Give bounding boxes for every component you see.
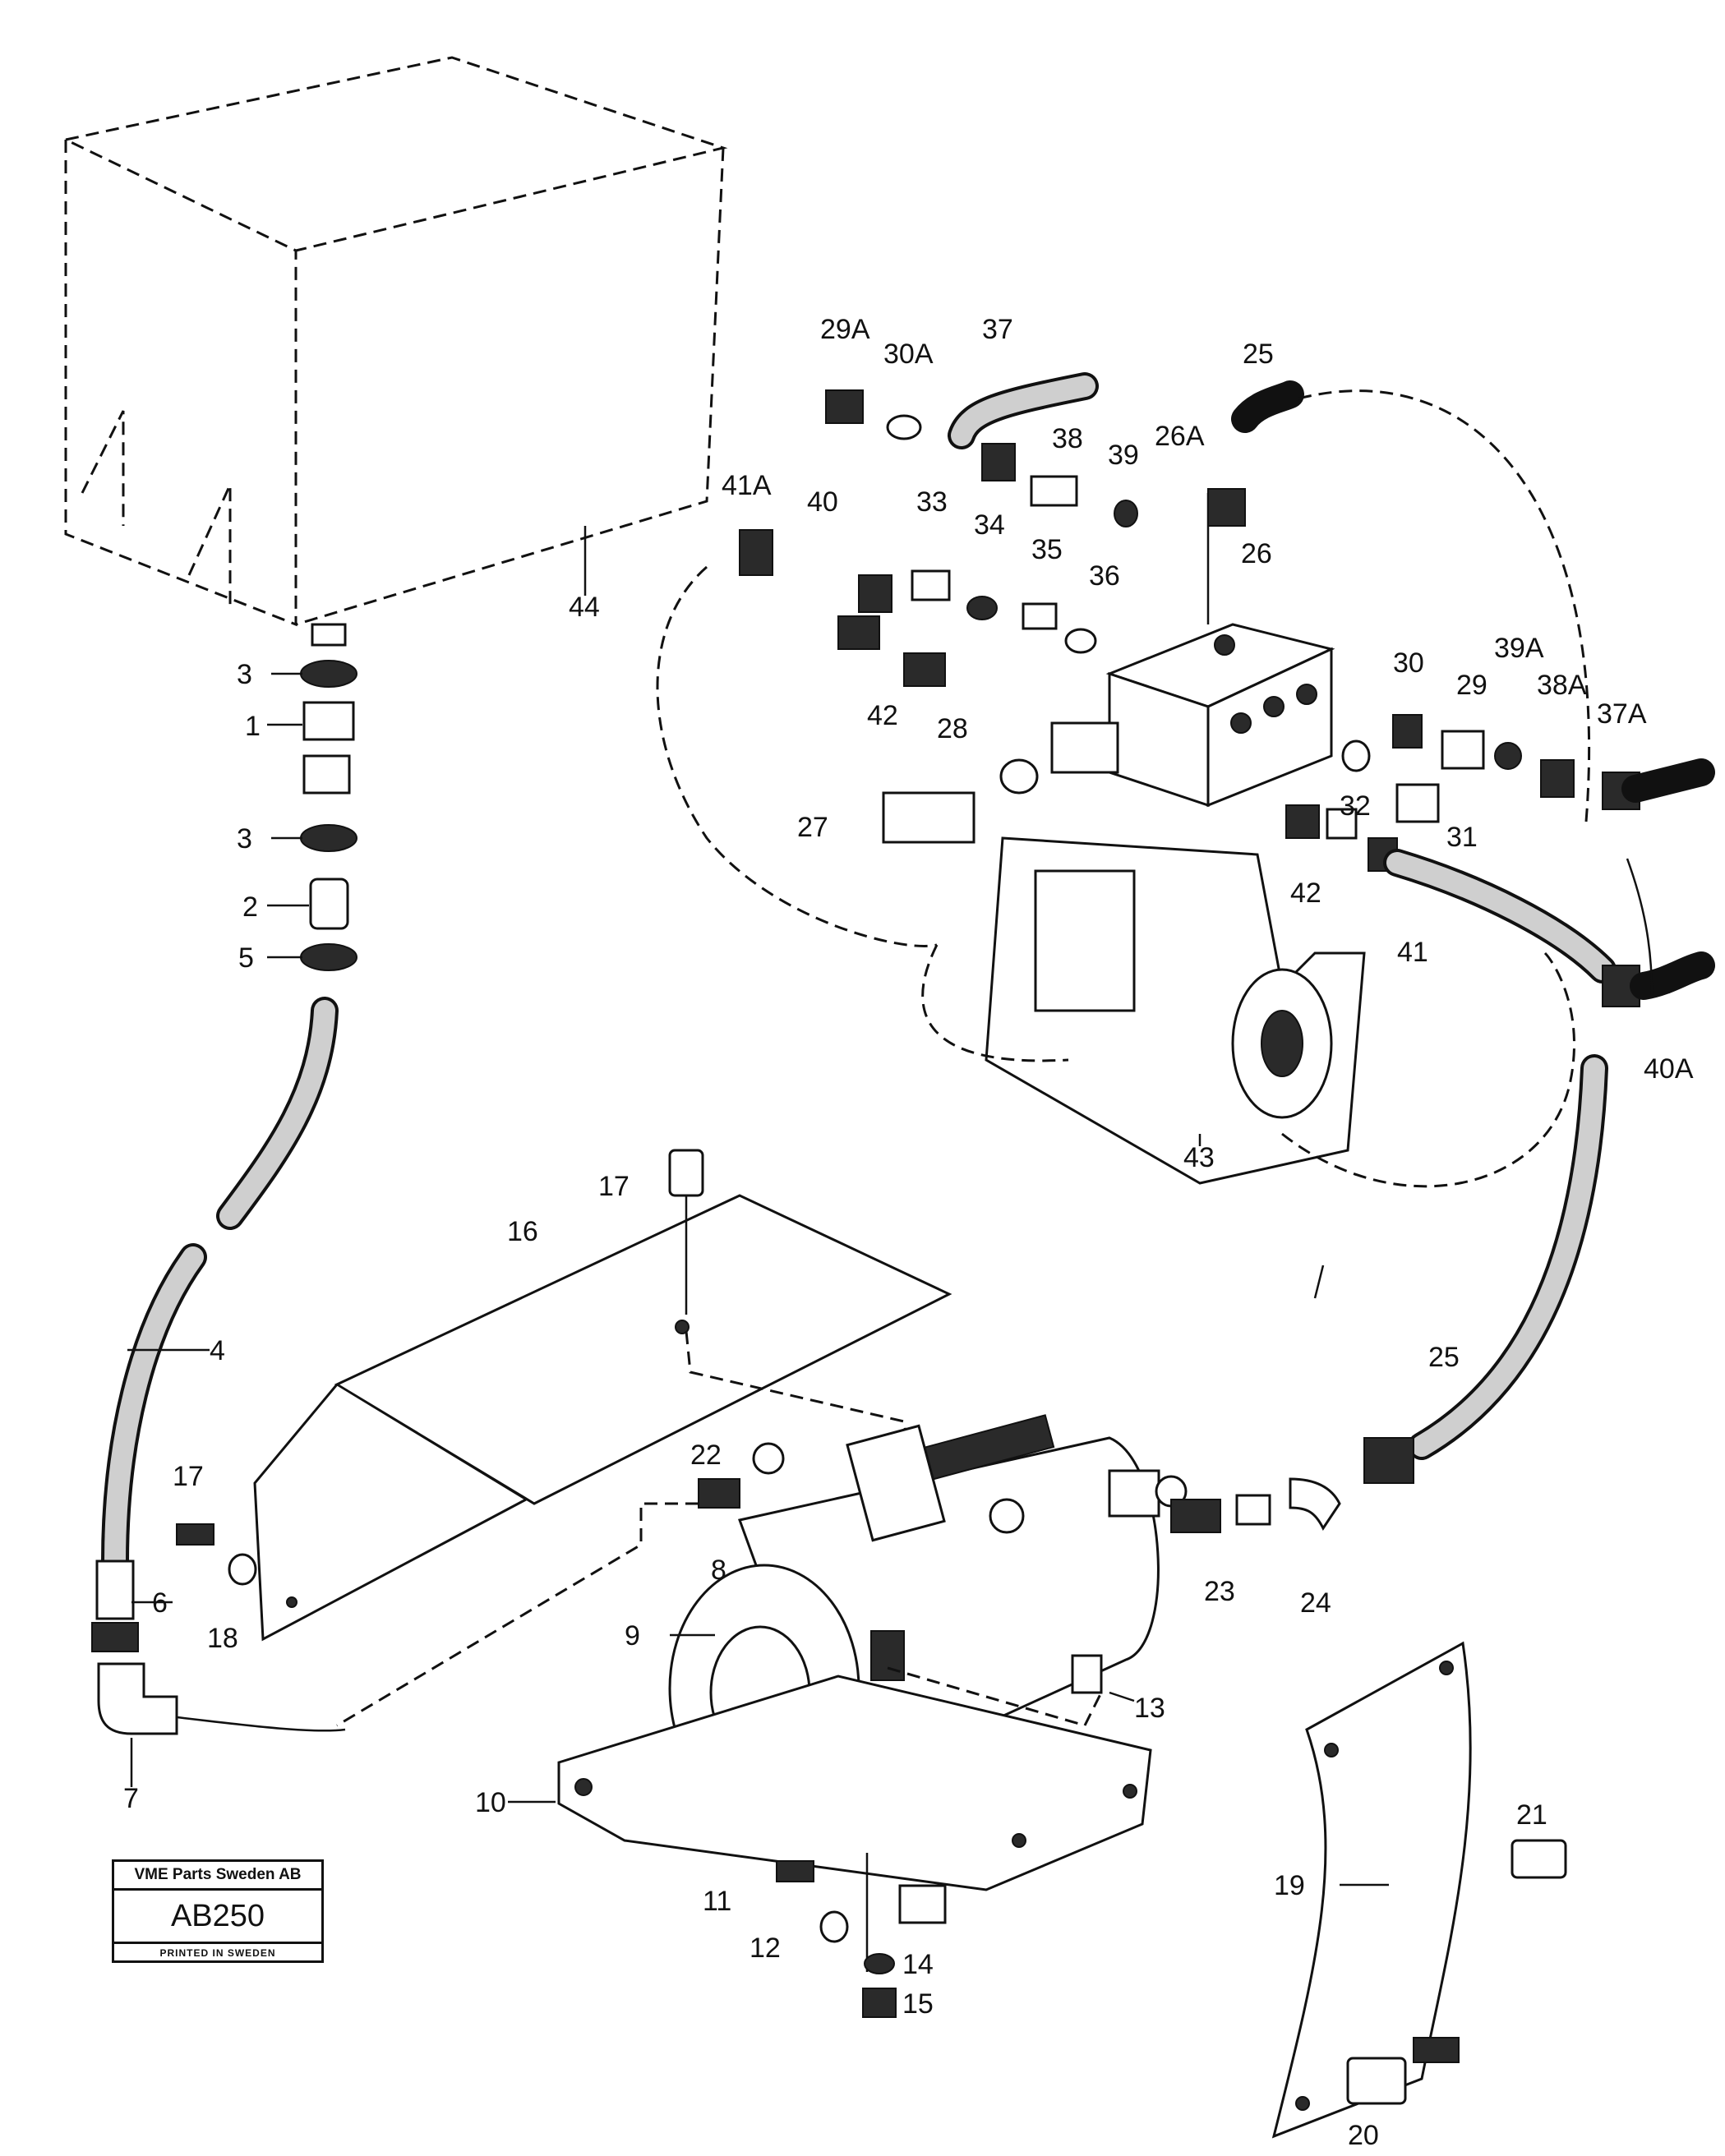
callout-15: 15 bbox=[902, 1988, 934, 2020]
callout-30: 30 bbox=[1393, 647, 1424, 679]
callout-8: 8 bbox=[711, 1555, 726, 1586]
callout-2: 2 bbox=[242, 891, 258, 923]
callout-5: 5 bbox=[238, 942, 254, 974]
callout-37: 37 bbox=[982, 314, 1013, 345]
callout-19: 19 bbox=[1274, 1870, 1305, 1901]
callout-42b: 42 bbox=[1290, 878, 1321, 909]
callout-32: 32 bbox=[1340, 790, 1371, 822]
callout-30A: 30A bbox=[883, 339, 934, 370]
strap bbox=[1271, 1641, 1472, 2139]
upper-fittings bbox=[656, 372, 1715, 1007]
callout-6: 6 bbox=[152, 1587, 168, 1619]
callout-38: 38 bbox=[1052, 423, 1083, 454]
callout-4: 4 bbox=[210, 1335, 225, 1366]
callout-34: 34 bbox=[974, 509, 1005, 541]
callout-13: 13 bbox=[1134, 1693, 1165, 1724]
callout-44: 44 bbox=[569, 592, 600, 623]
mounting-bracket bbox=[557, 1675, 1152, 1972]
callout-7: 7 bbox=[123, 1783, 139, 1814]
callout-29: 29 bbox=[1456, 670, 1487, 701]
callout-25a: 25 bbox=[1243, 339, 1274, 370]
callout-28: 28 bbox=[937, 713, 968, 744]
callout-40: 40 bbox=[807, 486, 838, 518]
callout-3b: 3 bbox=[237, 823, 252, 855]
callout-22: 22 bbox=[690, 1440, 722, 1471]
callout-26: 26 bbox=[1241, 538, 1272, 569]
valve-block bbox=[1050, 493, 1335, 808]
stamp-printed: PRINTED IN SWEDEN bbox=[114, 1942, 321, 1962]
callout-3a: 3 bbox=[237, 659, 252, 690]
callout-14: 14 bbox=[902, 1949, 934, 1980]
callout-37A: 37A bbox=[1597, 698, 1647, 730]
title-stamp: VME Parts Sweden AB AB250 PRINTED IN SWE… bbox=[112, 1859, 324, 1963]
callout-35: 35 bbox=[1031, 534, 1063, 565]
bolts-and-nuts bbox=[176, 1523, 1567, 2105]
stamp-company: VME Parts Sweden AB bbox=[114, 1862, 321, 1891]
callout-33: 33 bbox=[916, 486, 948, 518]
callout-41: 41 bbox=[1397, 937, 1428, 968]
callout-17b: 17 bbox=[173, 1461, 204, 1492]
callout-24: 24 bbox=[1300, 1587, 1331, 1619]
callout-40A: 40A bbox=[1644, 1053, 1694, 1085]
callout-38A: 38A bbox=[1537, 670, 1587, 701]
callout-31: 31 bbox=[1446, 822, 1478, 853]
callout-43: 43 bbox=[1183, 1142, 1215, 1173]
cover-plate bbox=[253, 1149, 952, 1642]
leader-lines bbox=[127, 526, 1389, 1886]
callout-25b: 25 bbox=[1428, 1342, 1460, 1373]
callout-17a: 17 bbox=[598, 1171, 630, 1202]
callout-11: 11 bbox=[703, 1886, 731, 1917]
pressure-hose bbox=[1289, 1054, 1608, 1531]
callout-26A: 26A bbox=[1155, 421, 1205, 452]
callout-29A: 29A bbox=[820, 314, 870, 345]
callout-labels: 1 2 3 3 4 5 6 7 8 9 10 11 12 13 14 15 16… bbox=[123, 314, 1694, 2151]
callout-27: 27 bbox=[797, 812, 828, 843]
callout-9: 9 bbox=[625, 1620, 640, 1652]
hydraulic-pump bbox=[921, 836, 1575, 1188]
tank-outline bbox=[62, 56, 728, 627]
callout-41A: 41A bbox=[722, 470, 772, 501]
callout-23: 23 bbox=[1204, 1576, 1235, 1607]
callout-39: 39 bbox=[1108, 440, 1139, 471]
callout-1: 1 bbox=[245, 711, 261, 742]
callout-12: 12 bbox=[749, 1933, 781, 1964]
callout-18: 18 bbox=[207, 1623, 238, 1654]
callout-42a: 42 bbox=[867, 700, 898, 731]
suction-fittings bbox=[300, 623, 357, 971]
callout-39A: 39A bbox=[1494, 633, 1544, 664]
callout-20: 20 bbox=[1348, 2120, 1379, 2151]
suction-hose bbox=[91, 997, 346, 1735]
callout-36: 36 bbox=[1089, 560, 1120, 592]
callout-21: 21 bbox=[1516, 1799, 1547, 1831]
callout-16: 16 bbox=[507, 1216, 538, 1247]
stamp-code: AB250 bbox=[170, 1899, 265, 1933]
callout-10: 10 bbox=[475, 1787, 506, 1818]
